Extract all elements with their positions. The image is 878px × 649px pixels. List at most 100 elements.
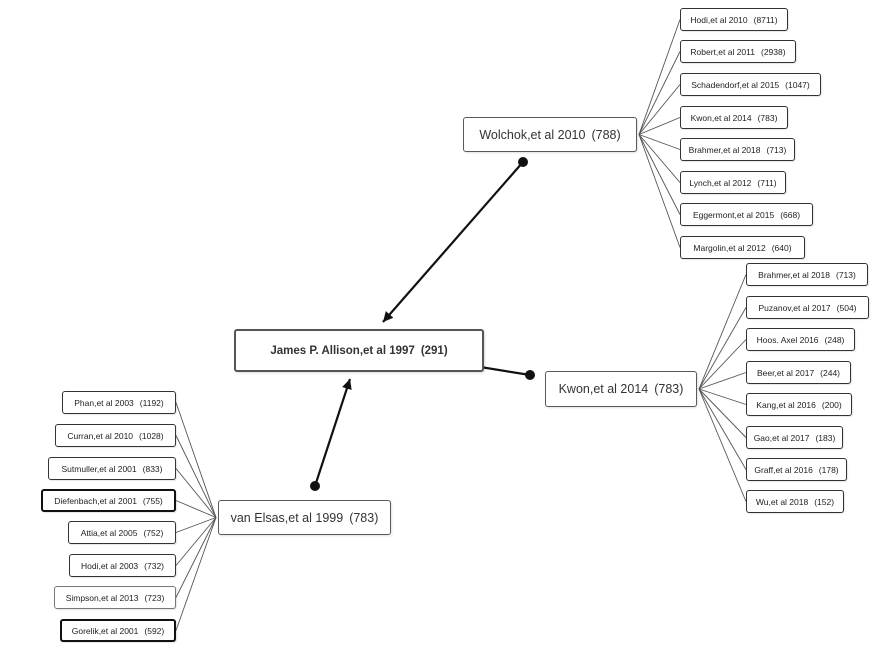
branch-label: Wolchok,et al 2010 [479,127,586,142]
leaf-node[interactable]: Simpson,et al 2013(723) [54,586,176,609]
leaf-count: (1047) [785,79,810,90]
leaf-count: (783) [757,112,778,123]
leaf-node[interactable]: Beer,et al 2017 (244) [746,361,851,384]
leaf-connector [698,372,747,390]
leaf-connector [638,134,681,150]
leaf-node[interactable]: Hoos. Axel 2016 (248) [746,328,855,351]
branch-node-vanelsas[interactable]: van Elsas,et al 1999 (783) [218,500,391,535]
leaf-label: Kwon,et al 2014 [690,112,752,123]
leaf-label: Kang,et al 2016 [756,399,816,410]
leaf-count: (504) [836,302,857,313]
leaf-label: Margolin,et al 2012 [693,242,766,253]
leaf-node[interactable]: Gorelik,et al 2001 (592) [60,619,176,642]
leaf-connector [698,388,747,502]
branch-node-kwon[interactable]: Kwon,et al 2014 (783) [545,371,697,407]
leaf-count: (592) [144,625,165,636]
connector-arrowhead [342,379,352,391]
leaf-label: Attia,et al 2005 [80,527,138,538]
root-label: James P. Allison,et al 1997 [270,344,415,357]
leaf-count: (248) [824,334,845,345]
leaf-count: (200) [821,399,842,410]
root-count: (291) [420,344,448,357]
leaf-count: (244) [820,367,841,378]
branch-count: (783) [654,382,684,396]
connector-dot [310,481,320,491]
leaf-label: Hodi,et al 2003 [80,560,139,571]
leaf-node[interactable]: Lynch,et al 2012 (711) [680,171,786,194]
leaf-node[interactable]: Phan,et al 2003 (1192) [62,391,176,414]
branch-label: Kwon,et al 2014 [558,382,649,396]
leaf-label: Lynch,et al 2012 [689,177,752,188]
leaf-connector [175,517,217,533]
leaf-count: (1028) [139,430,164,441]
leaf-connector [638,117,681,135]
leaf-label: Curran,et al 2010 [67,430,134,441]
leaf-label: Brahmer,et al 2018 [688,144,761,155]
leaf-connector [638,51,681,135]
connector-dot [525,370,535,380]
leaf-connector [698,339,747,390]
leaf-label: Brahmer,et al 2018 [758,269,830,280]
leaf-connector [638,19,681,135]
leaf-node[interactable]: Wu,et al 2018(152) [746,490,844,513]
main-connector [313,378,352,487]
leaf-node[interactable]: Graff,et al 2016 (178) [746,458,847,481]
leaf-node[interactable]: Schadendorf,et al 2015 (1047) [680,73,821,96]
leaf-count: (152) [814,496,835,507]
leaf-node[interactable]: Brahmer,et al 2018 (713) [746,263,868,286]
leaf-connector [175,500,217,518]
leaf-node[interactable]: Sutmuller,et al 2001(833) [48,457,176,480]
leaf-label: Graff,et al 2016 [754,464,813,475]
leaf-connector [175,517,217,598]
branch-label: van Elsas,et al 1999 [230,510,344,525]
branch-node-wolchok[interactable]: Wolchok,et al 2010 (788) [463,117,637,152]
leaf-connector [175,402,217,518]
leaf-count: (178) [818,464,839,475]
leaf-node[interactable]: Gao,et al 2017 (183) [746,426,843,449]
leaf-node[interactable]: Kwon,et al 2014 (783) [680,106,788,129]
connector-dot [518,157,528,167]
leaf-label: Phan,et al 2003 [74,397,134,408]
leaf-connector [638,134,681,248]
leaf-label: Gao,et al 2017 [753,432,810,443]
leaf-connector [698,388,747,470]
leaf-node[interactable]: Brahmer,et al 2018 (713) [680,138,795,161]
leaf-connector [698,388,747,438]
leaf-connector [175,468,217,518]
leaf-node[interactable]: Eggermont,et al 2015(668) [680,203,813,226]
leaf-count: (752) [143,527,164,538]
leaf-node[interactable]: Hodi,et al 2003(732) [69,554,176,577]
leaf-connector [698,274,747,390]
leaf-count: (713) [835,269,856,280]
leaf-connector [638,84,681,135]
root-node[interactable]: James P. Allison,et al 1997 (291) [234,329,484,372]
leaf-count: (711) [757,177,777,188]
leaf-node[interactable]: Kang,et al 2016 (200) [746,393,852,416]
leaf-node[interactable]: Margolin,et al 2012(640) [680,236,805,259]
leaf-label: Schadendorf,et al 2015 [691,79,780,90]
leaf-count: (713) [766,144,787,155]
branch-count: (783) [349,510,379,525]
branch-count: (788) [591,127,621,142]
leaf-connector [638,134,681,215]
leaf-count: (2938) [761,46,786,57]
leaf-label: Sutmuller,et al 2001 [61,463,137,474]
leaf-label: Diefenbach,et al 2001 [54,495,137,506]
leaf-node[interactable]: Robert,et al 2011(2938) [680,40,796,63]
leaf-count: (183) [815,432,836,443]
leaf-node[interactable]: Diefenbach,et al 2001(755) [41,489,176,512]
leaf-connector [698,307,747,390]
leaf-node[interactable]: Curran,et al 2010 (1028) [55,424,176,447]
leaf-label: Hoos. Axel 2016 [756,334,819,345]
leaf-label: Beer,et al 2017 [756,367,815,378]
leaf-node[interactable]: Puzanov,et al 2017 (504) [746,296,869,319]
leaf-node[interactable]: Attia,et al 2005 (752) [68,521,176,544]
leaf-connector [698,388,747,405]
leaf-label: Puzanov,et al 2017 [758,302,831,313]
leaf-count: (1192) [139,397,164,408]
leaf-connector [175,435,217,518]
leaf-node[interactable]: Hodi,et al 2010(8711) [680,8,788,31]
leaf-label: Gorelik,et al 2001 [71,625,139,636]
